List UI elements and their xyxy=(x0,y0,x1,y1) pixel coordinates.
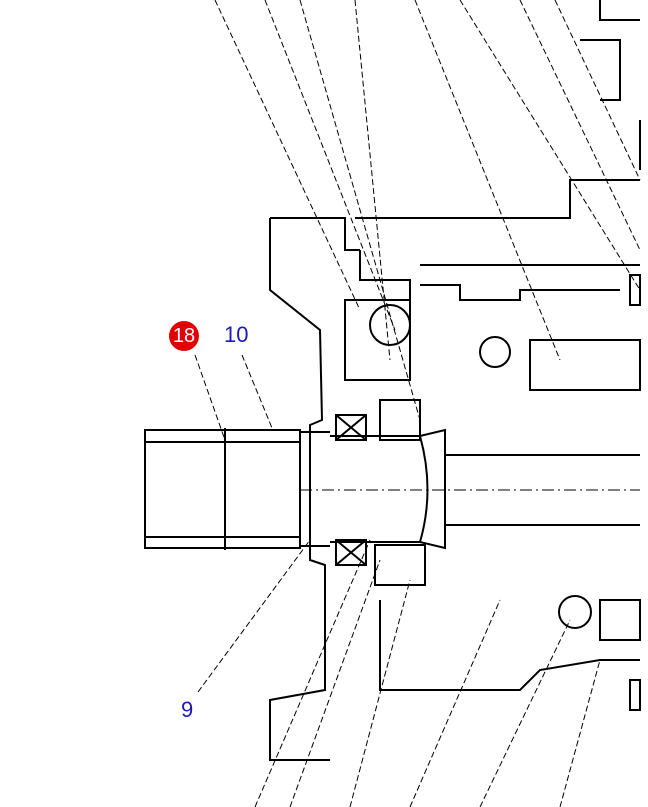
leader-lines xyxy=(194,0,641,807)
housing-outline xyxy=(269,0,641,761)
callout-18-badge: 18 xyxy=(169,321,199,351)
output-shaft xyxy=(144,428,640,550)
bearing-elements xyxy=(335,274,641,711)
callout-9: 9 xyxy=(181,697,194,722)
callout-10: 10 xyxy=(224,322,249,347)
